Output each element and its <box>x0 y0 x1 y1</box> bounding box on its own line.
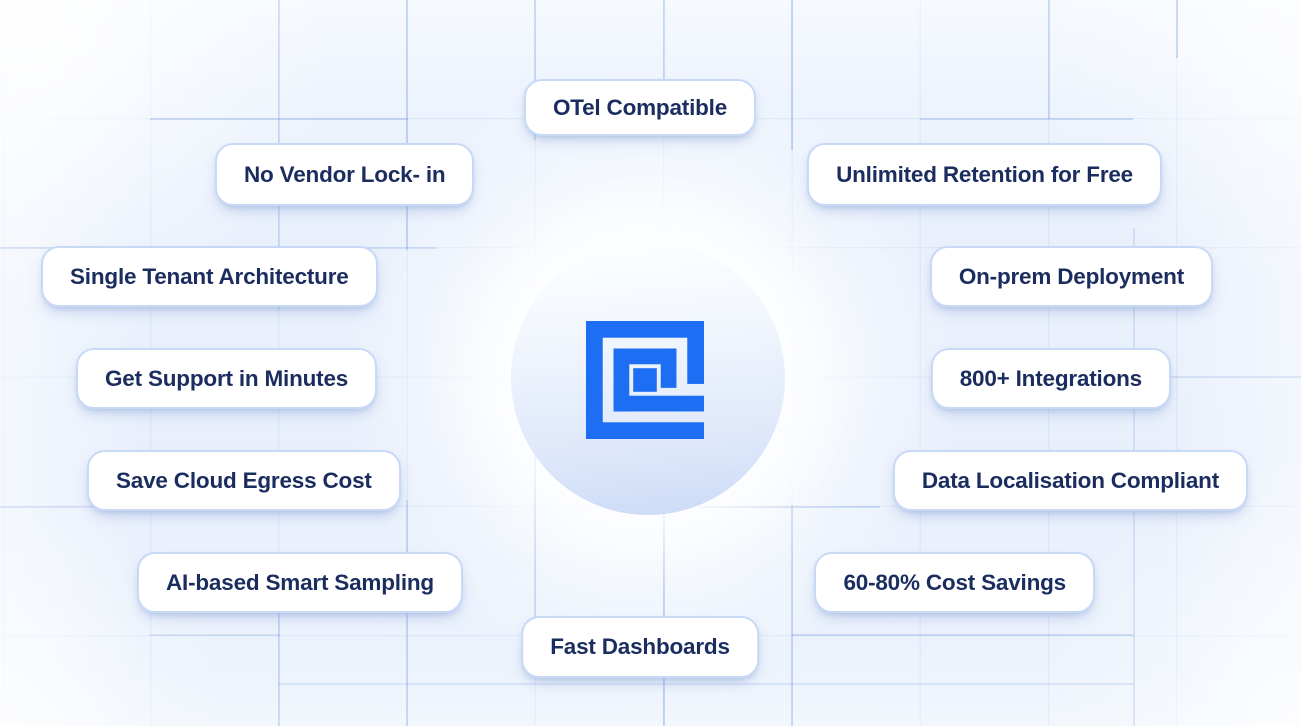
grid-line <box>791 505 793 726</box>
feature-badge-single-tenant: Single Tenant Architecture <box>41 246 378 307</box>
feature-badge-on-prem-deployment: On-prem Deployment <box>929 246 1213 307</box>
brand-logo-icon <box>586 321 704 439</box>
grid-line <box>150 118 408 120</box>
feature-badge-label: Data Localisation Compliant <box>921 467 1219 493</box>
feature-badge-no-vendor-lock-in: No Vendor Lock- in <box>215 143 475 206</box>
grid-line <box>791 0 793 150</box>
feature-badge-unlimited-retention: Unlimited Retention for Free <box>807 143 1162 206</box>
grid-line <box>534 430 536 640</box>
grid-line <box>1048 0 1050 119</box>
feature-badge-label: Save Cloud Egress Cost <box>116 467 372 493</box>
feature-badge-fast-dashboards: Fast Dashboards <box>521 616 759 678</box>
feature-badge-label: AI-based Smart Sampling <box>166 569 434 595</box>
feature-badge-label: 60-80% Cost Savings <box>843 569 1066 595</box>
feature-badge-data-localisation: Data Localisation Compliant <box>892 450 1248 511</box>
grid-line <box>663 0 665 90</box>
grid-line <box>1176 0 1178 58</box>
feature-badge-otel-compatible: OTel Compatible <box>523 79 757 136</box>
grid-line <box>406 500 408 726</box>
feature-badge-label: No Vendor Lock- in <box>244 161 446 187</box>
feature-badge-label: 800+ Integrations <box>959 365 1142 391</box>
grid-line <box>920 118 1133 120</box>
feature-badge-ai-smart-sampling: AI-based Smart Sampling <box>137 552 463 613</box>
feature-badge-integrations: 800+ Integrations <box>930 348 1171 409</box>
feature-badge-get-support: Get Support in Minutes <box>76 348 378 409</box>
grid-line <box>150 634 280 636</box>
feature-badge-label: Fast Dashboards <box>550 634 730 659</box>
feature-badge-cost-savings: 60-80% Cost Savings <box>814 552 1095 613</box>
feature-badge-label: OTel Compatible <box>552 94 728 120</box>
grid-line <box>792 634 1133 636</box>
grid-line <box>278 683 1133 685</box>
grid-line <box>700 506 880 508</box>
feature-badge-label: Single Tenant Architecture <box>70 263 349 289</box>
grid-line <box>406 0 408 250</box>
feature-badge-label: On-prem Deployment <box>958 263 1184 289</box>
feature-badge-save-cloud-egress: Save Cloud Egress Cost <box>87 450 401 511</box>
feature-badge-label: Get Support in Minutes <box>105 365 349 391</box>
feature-badge-label: Unlimited Retention for Free <box>836 161 1133 187</box>
